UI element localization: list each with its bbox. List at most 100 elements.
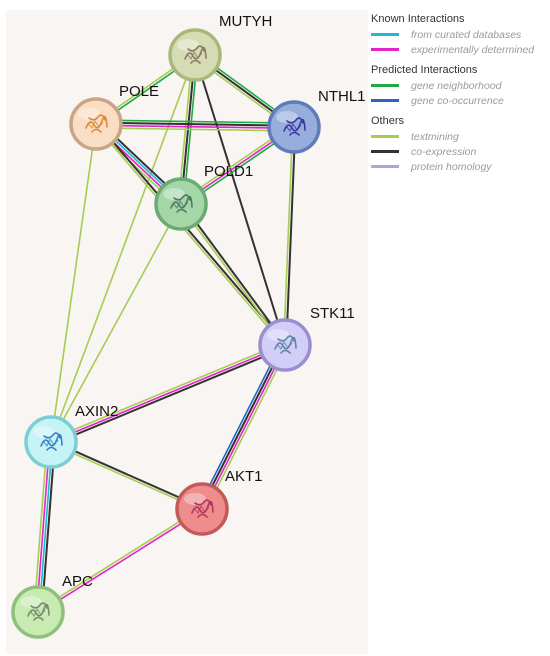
edge-line-coexpression (95, 121, 296, 127)
node-circle[interactable] (175, 482, 229, 536)
legend: Known Interactions from curated database… (371, 12, 549, 180)
node-circle[interactable] (154, 177, 208, 231)
legend-label: protein homology (411, 160, 492, 173)
node-highlight (163, 188, 185, 200)
legend-heading: Others (371, 115, 405, 127)
node-pole[interactable] (69, 97, 123, 151)
edge-line-curated (38, 441, 54, 613)
edge-line-experimental (35, 441, 51, 613)
edge-axin2-akt1 (49, 439, 204, 511)
edge-line-textmining (36, 507, 203, 612)
legend-item-textmining: textmining (371, 129, 549, 144)
edge-line-neighborhood (95, 119, 295, 124)
protein-structure-icon (283, 117, 306, 136)
legend-swatch (371, 165, 399, 168)
protein-structure-icon (285, 122, 302, 133)
node-mutyh[interactable] (168, 28, 222, 82)
node-apc[interactable] (11, 585, 65, 639)
edge-line-textmining (204, 345, 290, 512)
protein-structure-icon (186, 50, 203, 61)
legend-item-neighborhood: gene neighborhood (371, 78, 549, 93)
node-highlight (267, 329, 289, 341)
edge-line-experimental (50, 344, 286, 443)
edge-pole-axin2 (50, 123, 97, 443)
node-highlight (184, 493, 206, 505)
legend-group-predicted: Predicted Interactions gene neighborhood… (371, 63, 549, 108)
edge-line-coexpression (194, 54, 286, 346)
edge-line-coexpression (285, 126, 297, 347)
edge-line-textmining (33, 440, 48, 613)
protein-structure-icon (274, 335, 297, 354)
edge-line-textmining (95, 127, 295, 132)
protein-structure-icon (85, 114, 108, 133)
node-highlight (78, 108, 100, 120)
node-highlight (20, 596, 42, 608)
node-highlight (177, 39, 199, 51)
node-circle[interactable] (69, 97, 123, 151)
edge-line-coexpression (199, 343, 285, 510)
edge-line-textmining (94, 124, 285, 347)
legend-swatch (371, 99, 399, 102)
node-label-apc: APC (62, 573, 93, 590)
protein-structure-icon (184, 45, 207, 64)
legend-item-cooccurrence: gene co-occurrence (371, 93, 549, 108)
edge-line-coexpression (50, 439, 204, 509)
legend-label: textmining (411, 130, 459, 143)
legend-swatch (371, 33, 399, 36)
protein-structure-icon (27, 602, 50, 621)
edge-axin2-apc (33, 440, 56, 614)
edge-line-coexpression (95, 122, 287, 346)
legend-label: co-expression (411, 145, 477, 158)
legend-item-homology: protein homology (371, 159, 549, 174)
node-layer (11, 28, 321, 639)
edge-pole-stk11 (94, 122, 287, 347)
node-circle[interactable] (168, 28, 222, 82)
edge-pold1-axin2 (50, 203, 182, 443)
edge-line-textmining (50, 54, 196, 443)
edge-line-textmining (49, 341, 285, 441)
legend-label: from curated databases (411, 28, 522, 41)
protein-structure-icon (29, 607, 46, 618)
node-circle[interactable] (258, 318, 312, 372)
legend-label: gene co-occurrence (411, 94, 504, 107)
node-label-stk11: STK11 (310, 305, 355, 322)
legend-label: gene neighborhood (411, 79, 502, 92)
legend-swatch (371, 150, 399, 153)
protein-structure-icon (276, 340, 293, 351)
node-circle[interactable] (11, 585, 65, 639)
protein-structure-icon (191, 499, 214, 518)
legend-item-experimental: experimentally determined (371, 42, 549, 57)
legend-heading: Predicted Interactions (371, 64, 478, 76)
legend-label: experimentally determined (411, 43, 535, 56)
edge-line-textmining (179, 203, 285, 347)
edge-line-textmining (49, 442, 203, 511)
legend-group-known: Known Interactions from curated database… (371, 12, 549, 57)
node-label-axin2: AXIN2 (75, 403, 118, 420)
legend-item-coexpression: co-expression (371, 144, 549, 159)
node-label-mutyh: MUTYH (219, 13, 272, 30)
edge-akt1-apc (36, 507, 204, 614)
edge-stk11-akt1 (197, 342, 290, 512)
node-pold1[interactable] (154, 177, 208, 231)
node-axin2[interactable] (24, 415, 78, 469)
edge-line-experimental (95, 124, 295, 130)
edge-pold1-stk11 (179, 202, 288, 347)
node-akt1[interactable] (175, 482, 229, 536)
node-highlight (33, 426, 55, 438)
edge-mutyh-axin2 (50, 54, 196, 443)
node-label-pole: POLE (119, 83, 159, 100)
legend-swatch (371, 135, 399, 138)
legend-item-curated: from curated databases (371, 27, 549, 42)
edge-line-experimental (202, 344, 287, 511)
edge-nthl1-stk11 (282, 126, 297, 347)
protein-structure-icon (193, 504, 210, 515)
node-nthl1[interactable] (267, 100, 321, 154)
node-highlight (276, 111, 298, 123)
node-circle[interactable] (267, 100, 321, 154)
node-stk11[interactable] (258, 318, 312, 372)
edge-line-coexpression (50, 346, 287, 446)
node-circle[interactable] (24, 415, 78, 469)
edge-line-coexpression (40, 441, 56, 614)
